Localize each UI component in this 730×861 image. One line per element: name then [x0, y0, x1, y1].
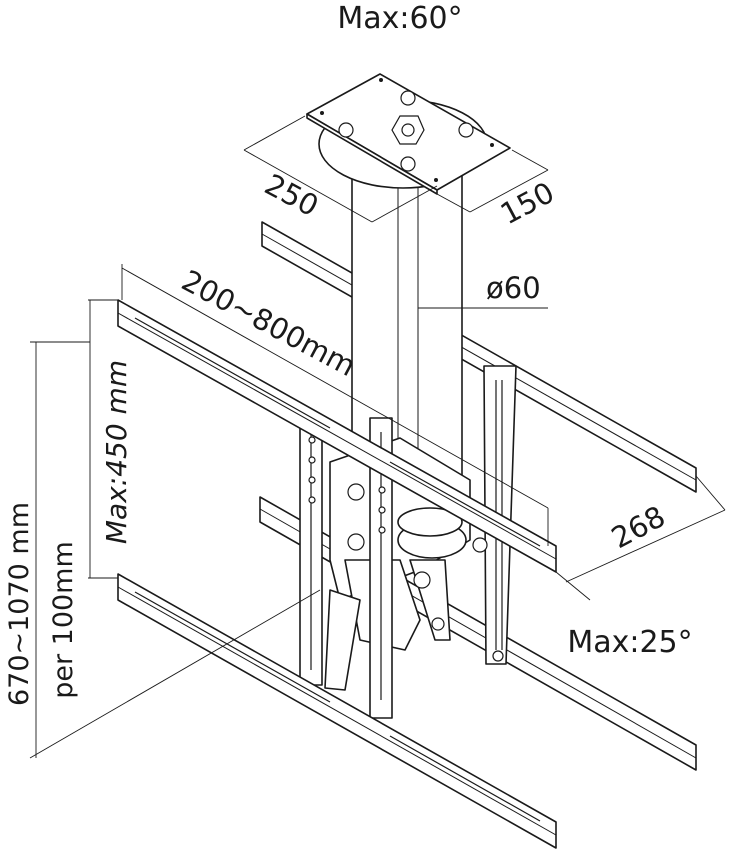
- dim-268-lines: [555, 475, 726, 601]
- spacing-268-label: 268: [606, 499, 671, 555]
- drop-step-label: per 100mm: [48, 541, 79, 699]
- dim-250-lines: [243, 115, 438, 223]
- dim-150-lines: [436, 149, 549, 213]
- drop-range-label: 670~1070 mm: [4, 502, 35, 706]
- width-250-label: 250: [259, 167, 324, 223]
- dim-60-lines: [417, 300, 548, 316]
- dim-vesa-height-lines: [88, 299, 118, 579]
- tilt-bottom-label: Max:25°: [567, 625, 692, 660]
- front-lower-rail: [117, 573, 557, 849]
- dim-vesa-width-lines: [121, 264, 549, 546]
- depth-150-label: 150: [495, 175, 560, 231]
- vesa-height-label: Max:450 mm: [100, 360, 133, 544]
- tilt-top-label: Max:60°: [337, 1, 462, 36]
- dim-drop-lines: [29, 341, 321, 759]
- left-vertical-arm: [299, 417, 393, 719]
- ceiling-plate: [306, 73, 511, 195]
- diameter-label: ø60: [486, 271, 541, 305]
